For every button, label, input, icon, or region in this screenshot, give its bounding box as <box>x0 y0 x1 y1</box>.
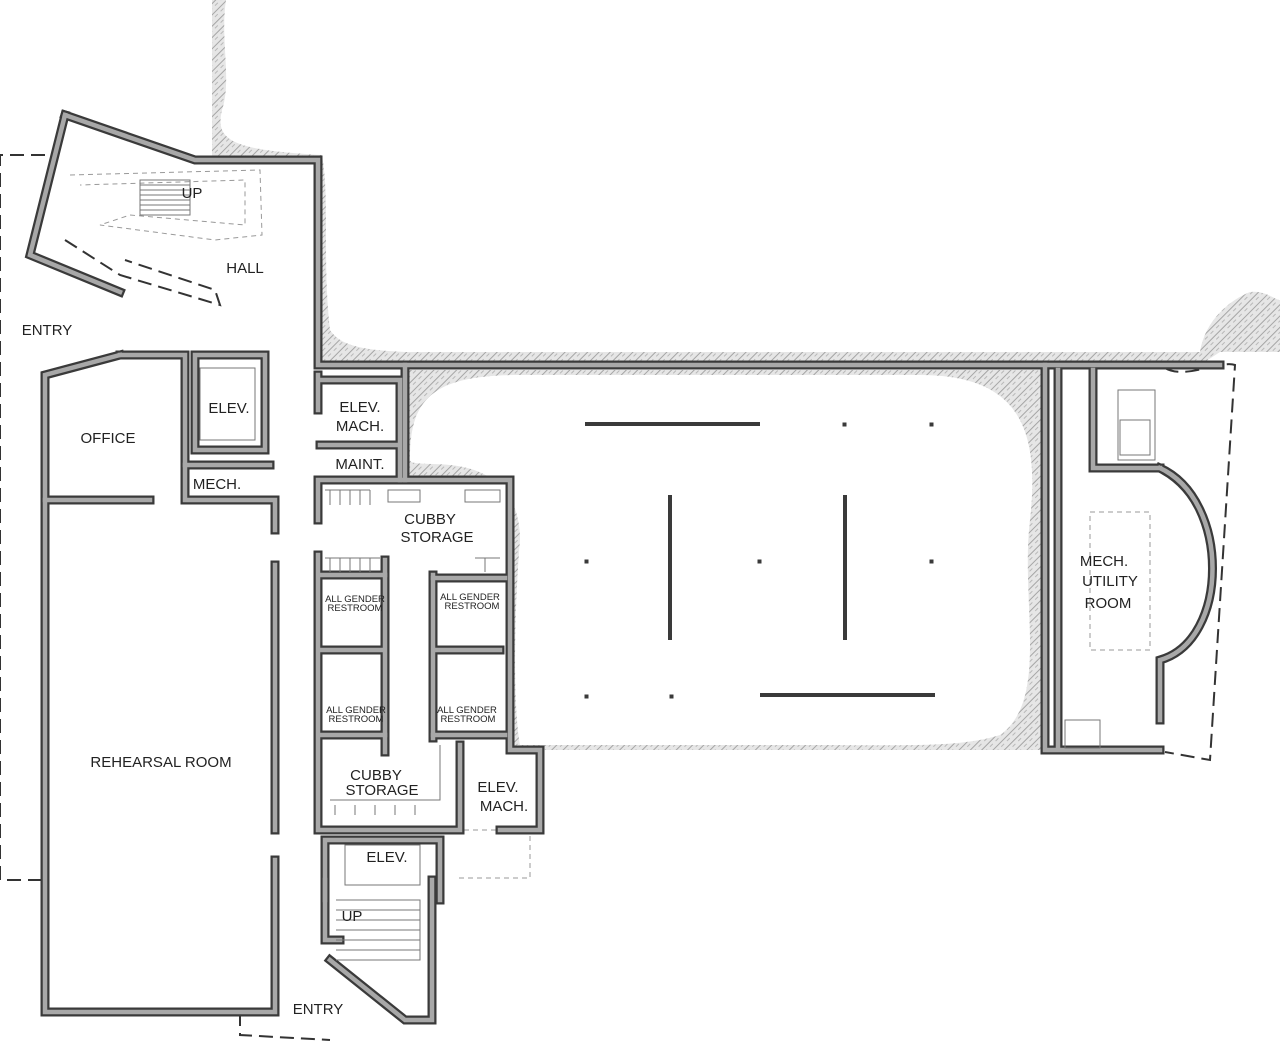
wall-segment-core <box>315 372 403 483</box>
label-restroom-3b: RESTROOM <box>329 714 384 725</box>
wall-segment-core <box>319 557 503 755</box>
label-entry-bottom: ENTRY <box>293 1001 344 1018</box>
details <box>139 179 1156 961</box>
label-mech-utility-2: UTILITY <box>1082 573 1138 590</box>
label-restroom-2a: ALL GENDER <box>440 592 500 603</box>
wall-segment-core <box>27 112 123 295</box>
label-restroom-4a: ALL GENDER <box>437 705 497 716</box>
wall-segment-core <box>117 352 278 533</box>
wall-segment-core <box>315 477 543 833</box>
label-cubby-bottom-2: STORAGE <box>345 782 418 799</box>
wall-segment-core <box>42 352 278 1015</box>
label-rehearsal-room: REHEARSAL ROOM <box>90 754 231 771</box>
label-restroom-1a: ALL GENDER <box>325 594 385 605</box>
wall-segment-core <box>62 112 1223 368</box>
label-elev-mach-top-1: ELEV. <box>339 399 380 416</box>
wall-segment-core <box>317 572 508 581</box>
label-elev-top: ELEV. <box>208 400 249 417</box>
label-restroom-4b: RESTROOM <box>441 714 496 725</box>
structure <box>584 422 935 699</box>
label-office: OFFICE <box>81 430 136 447</box>
room-labels: UP HALL ENTRY OFFICE ELEV. MECH. ELEV. M… <box>22 185 1138 1018</box>
label-restroom-2b: RESTROOM <box>445 601 500 612</box>
label-restroom-3a: ALL GENDER <box>326 705 386 716</box>
label-hall: HALL <box>226 260 264 277</box>
label-entry-top: ENTRY <box>22 322 73 339</box>
label-elev-mach-bottom-1: ELEV. <box>477 779 518 796</box>
label-maint: MAINT. <box>335 456 384 473</box>
wall-cores <box>27 112 1223 1023</box>
label-elev-mach-top-2: MACH. <box>336 418 384 435</box>
label-mech-utility-1: MECH. <box>1080 553 1128 570</box>
wall-segment-core <box>315 552 463 833</box>
wall-segment-core <box>1090 367 1215 723</box>
label-cubby-bottom-1: CUBBY <box>350 767 402 784</box>
label-elev-mach-bottom-2: MACH. <box>480 798 528 815</box>
wall-segment <box>1088 365 1217 725</box>
label-elev-bottom: ELEV. <box>366 849 407 866</box>
walls <box>24 109 1225 1025</box>
wall-segment-core <box>322 877 435 1023</box>
label-restroom-1b: RESTROOM <box>328 603 383 614</box>
label-mech: MECH. <box>193 476 241 493</box>
earth-hatch <box>212 0 1280 750</box>
wall-segment-core <box>1042 362 1163 753</box>
label-cubby-top-1: CUBBY <box>404 511 456 528</box>
wall-segment-core <box>192 352 268 453</box>
label-cubby-top-2: STORAGE <box>400 529 473 546</box>
label-up-top: UP <box>182 185 203 202</box>
label-up-bottom: UP <box>342 908 363 925</box>
label-mech-utility-3: ROOM <box>1085 595 1132 612</box>
